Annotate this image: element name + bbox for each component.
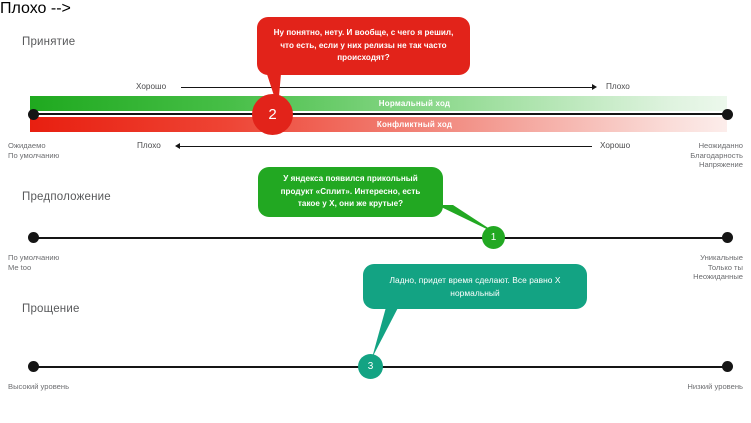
acceptance-left-label-line-2: По умолчанию xyxy=(8,150,60,160)
bubble-teal-tail xyxy=(372,300,402,358)
forgiveness-left-label: Высокий уровень xyxy=(8,382,70,391)
assumption-endpoint-dot-left xyxy=(28,232,39,243)
bar-label-normal-course: Нормальный ход xyxy=(378,99,451,108)
forgiveness-right-label: Низкий уровень xyxy=(687,382,743,391)
bubble-green[interactable]: У яндекса появился прикольный продукт «С… xyxy=(258,167,443,217)
section-title-forgiveness: Прощение xyxy=(22,303,80,315)
assumption-endpoint-dot-right xyxy=(722,232,733,243)
assumption-left-label: По умолчанию Me too xyxy=(8,253,59,272)
acceptance-right-label-line-1: Неожиданно xyxy=(698,141,743,150)
bar-conflict-course: Конфликтный ход xyxy=(30,117,727,132)
marker-1[interactable]: 1 xyxy=(482,226,505,249)
marker-3[interactable]: 3 xyxy=(358,354,383,379)
marker-2-number: 2 xyxy=(268,106,277,123)
acceptance-left-label: Ожидаемо По умолчанию xyxy=(8,141,59,160)
bubble-green-tail xyxy=(437,205,499,235)
bubble-green-text: У яндекса появился прикольный продукт «С… xyxy=(280,174,421,209)
bar-normal-course: Нормальный ход xyxy=(30,96,727,111)
axis-line-acceptance-center xyxy=(30,113,727,115)
axis-label-bottom-right: Хорошо xyxy=(600,141,631,150)
acceptance-right-label-line-2: Благодарность xyxy=(690,150,743,160)
axis-label-bottom-left: Плохо xyxy=(137,141,161,150)
acceptance-right-label-line-3: Напряжение xyxy=(698,160,743,170)
marker-3-number: 3 xyxy=(367,361,374,372)
axis-label-top-left: Хорошо xyxy=(136,82,167,91)
axis-line-bottom xyxy=(180,146,592,148)
bar-label-conflict-course: Конфликтный ход xyxy=(376,120,453,129)
section-title-acceptance: Принятие xyxy=(22,36,76,48)
section-title-assumption: Предположение xyxy=(22,191,111,203)
marker-2[interactable]: 2 xyxy=(252,94,293,135)
forgiveness-endpoint-dot-left xyxy=(28,361,39,372)
assumption-right-label-line-3: Неожиданные xyxy=(693,272,743,282)
arrow-head-left-icon xyxy=(175,142,180,149)
axis-label-top-right: Плохо xyxy=(606,82,630,91)
arrow-head-right-icon xyxy=(592,83,597,90)
assumption-left-label-line-1: По умолчанию xyxy=(8,253,60,262)
acceptance-left-label-line-1: Ожидаемо xyxy=(8,141,46,150)
assumption-right-label-line-2: Только ты xyxy=(707,262,743,272)
marker-1-number: 1 xyxy=(490,232,497,243)
acceptance-right-label: Неожиданно Благодарность Напряжение xyxy=(690,141,743,170)
axis-endpoint-dot-left xyxy=(28,109,39,120)
axis-line-top xyxy=(181,87,593,89)
assumption-right-label: Уникальные Только ты Неожиданные xyxy=(693,253,743,282)
bubble-teal-text: Ладно, придет время сделают. Все равно X… xyxy=(389,275,561,298)
assumption-left-label-line-2: Me too xyxy=(8,262,32,272)
bubble-teal[interactable]: Ладно, придет время сделают. Все равно X… xyxy=(363,264,587,309)
bubble-red[interactable]: Ну понятно, нету. И вообще, с чего я реш… xyxy=(257,17,470,75)
assumption-right-label-line-1: Уникальные xyxy=(700,253,743,262)
bubble-red-text: Ну понятно, нету. И вообще, с чего я реш… xyxy=(273,28,454,63)
axis-line-assumption xyxy=(33,237,723,239)
axis-endpoint-dot-right xyxy=(722,109,733,120)
forgiveness-endpoint-dot-right xyxy=(722,361,733,372)
